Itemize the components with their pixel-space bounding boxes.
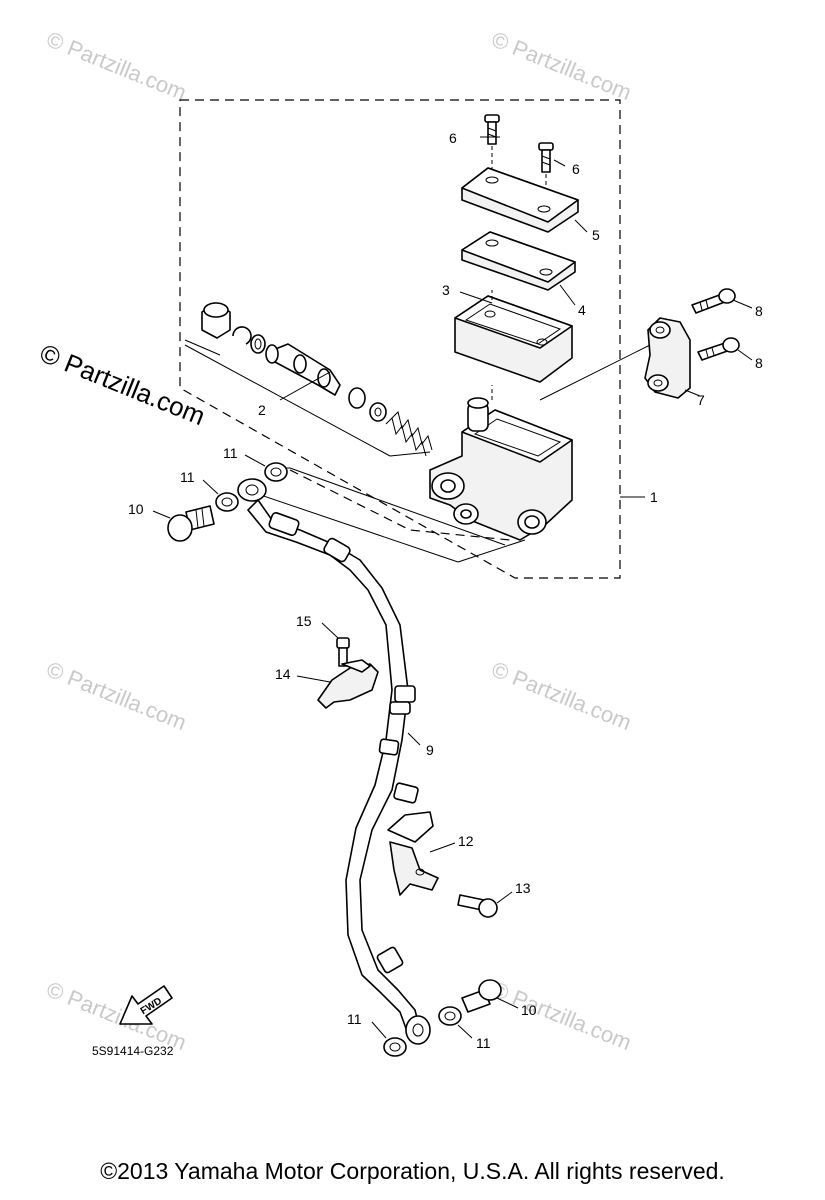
watermark-text: © Partzilla.com: [488, 656, 635, 735]
bolt-13: [457, 894, 498, 918]
callout-6: 6: [449, 130, 457, 146]
callout-11: 11: [223, 445, 238, 461]
bolt-15: [336, 637, 350, 667]
watermark-text: © Partzilla.com: [43, 656, 190, 735]
callout-11: 11: [180, 469, 195, 485]
callout-5: 5: [592, 227, 600, 243]
forward-arrow-icon: FWD: [119, 985, 173, 1025]
callout-11: 11: [347, 1011, 362, 1027]
callout-7: 7: [697, 392, 705, 408]
master-cylinder-holder-7: [539, 317, 691, 401]
watermark-text: © Partzilla.com: [488, 26, 635, 105]
bolt-8-a: [691, 288, 736, 314]
copyright-notice: ©2013 Yamaha Motor Corporation, U.S.A. A…: [100, 1158, 725, 1184]
diagram-code: 5S91414-G232: [92, 1044, 174, 1058]
watermark-prominent: © Partzilla.com: [36, 338, 210, 431]
washer-11-top-a: [264, 462, 288, 482]
bolt-8-b: [697, 337, 740, 361]
callout-14: 14: [275, 666, 291, 682]
diaphragm-3: [454, 290, 573, 383]
watermark-text: © Partzilla.com: [43, 26, 190, 105]
diaphragm-plate-4: [461, 231, 576, 291]
washer-11-top-b: [215, 492, 239, 512]
callout-10: 10: [521, 1002, 537, 1018]
master-cylinder-body: [429, 385, 573, 541]
callout-1: 1: [650, 489, 658, 505]
hose-alignment-line: [289, 469, 511, 541]
callout-labels: 6 6 5 4 3 8 8 7 2 1 11 11 10 15 14 9 12 …: [128, 130, 763, 1051]
union-bolt-10-top: [167, 505, 215, 542]
hose-guide-14: [317, 659, 379, 709]
washer-11-bottom-a: [383, 1037, 407, 1057]
callout-6: 6: [572, 161, 580, 177]
callout-leaders: [152, 136, 753, 1039]
callout-8: 8: [755, 355, 763, 371]
reservoir-cap-5: [461, 167, 579, 233]
callout-3: 3: [442, 282, 450, 298]
callout-12: 12: [458, 833, 474, 849]
watermark-group: © Partzilla.com © Partzilla.com © Partzi…: [43, 26, 635, 1055]
callout-4: 4: [578, 302, 586, 318]
callout-13: 13: [515, 880, 531, 896]
callout-10: 10: [128, 501, 144, 517]
callout-9: 9: [426, 742, 434, 758]
screw-6-a: [484, 114, 500, 175]
piston-kit-2: [184, 302, 433, 457]
callout-11: 11: [476, 1035, 491, 1051]
callout-15: 15: [296, 613, 312, 629]
watermark-text: © Partzilla.com: [488, 976, 635, 1055]
brake-hose-9: [237, 478, 431, 1045]
washer-11-bottom-b: [438, 1006, 462, 1026]
assembly-boundary: [179, 99, 621, 579]
callout-8: 8: [755, 303, 763, 319]
hose-holder-12: [387, 811, 439, 896]
union-bolt-10-bottom: [461, 979, 502, 1013]
callout-2: 2: [258, 402, 266, 418]
